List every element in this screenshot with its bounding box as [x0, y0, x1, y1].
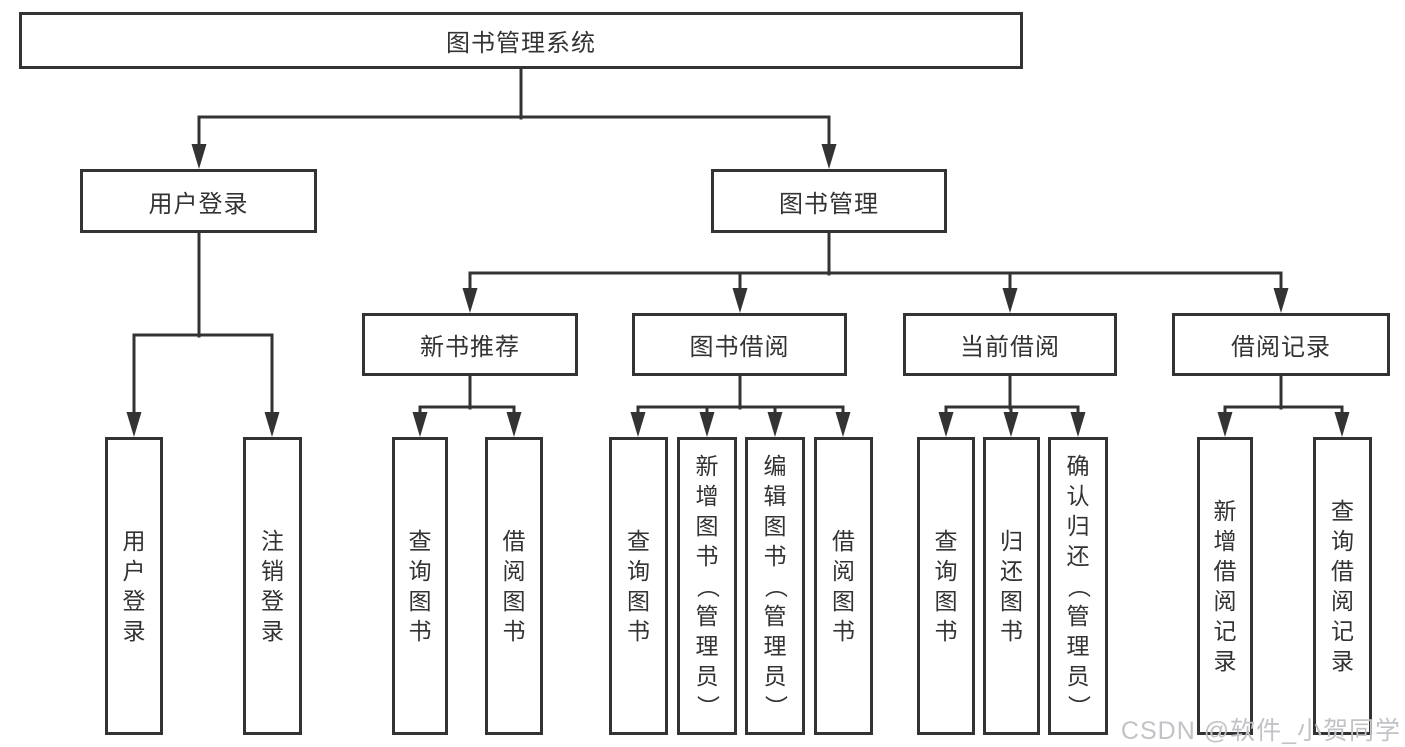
- leaf-user-login-label: 用户登录: [122, 527, 146, 644]
- leaf-query-borrow-record: 查询借阅记录: [1313, 437, 1372, 735]
- node-current-borrowing-label: 当前借阅: [960, 334, 1060, 361]
- leaf-add-borrow-record: 新增借阅记录: [1197, 437, 1253, 735]
- leaf-logout: 注销登录: [243, 437, 302, 735]
- node-book-management-label: 图书管理: [779, 190, 879, 218]
- leaf-return-books: 归还图书: [983, 437, 1040, 735]
- leaf-query-books-borrowing: 查询图书: [609, 437, 668, 735]
- node-borrowing-records: 借阅记录: [1172, 313, 1390, 376]
- leaf-query-books-current-label: 查询图书: [934, 527, 958, 644]
- leaf-borrow-books: 借阅图书: [814, 437, 873, 735]
- leaf-add-book-admin-label: 新增图书（管理员）: [694, 452, 721, 718]
- node-user-login: 用户登录: [80, 169, 317, 233]
- leaf-logout-label: 注销登录: [261, 527, 284, 644]
- node-new-book-recommend-label: 新书推荐: [420, 334, 520, 361]
- leaf-confirm-return-admin-label: 确认归还（管理员）: [1065, 452, 1092, 718]
- leaf-edit-book-admin: 编辑图书（管理员）: [745, 437, 805, 735]
- watermark: CSDN @软件_小贺同学: [1120, 717, 1401, 745]
- node-library-system: 图书管理系统: [19, 12, 1023, 69]
- leaf-confirm-return-admin: 确认归还（管理员）: [1048, 437, 1108, 735]
- arrowhead-icons: [126, 144, 1350, 437]
- leaf-edit-book-admin-label: 编辑图书（管理员）: [762, 452, 789, 718]
- node-current-borrowing: 当前借阅: [903, 313, 1117, 376]
- leaf-add-book-admin: 新增图书（管理员）: [677, 437, 737, 735]
- leaf-query-books-recommend: 查询图书: [392, 437, 448, 735]
- leaf-borrow-books-recommend-label: 借阅图书: [502, 527, 526, 644]
- node-book-borrowing-label: 图书借阅: [689, 334, 790, 361]
- leaf-add-borrow-record-label: 新增借阅记录: [1213, 497, 1237, 674]
- leaf-borrow-books-recommend: 借阅图书: [485, 437, 543, 735]
- node-book-management: 图书管理: [711, 169, 947, 233]
- node-book-borrowing: 图书借阅: [632, 313, 847, 376]
- leaf-borrow-books-label: 借阅图书: [832, 527, 855, 644]
- node-new-book-recommend: 新书推荐: [362, 313, 578, 376]
- leaf-user-login: 用户登录: [105, 437, 163, 735]
- node-user-login-label: 用户登录: [148, 190, 249, 218]
- leaf-return-books-label: 归还图书: [1000, 527, 1023, 644]
- leaf-query-books-recommend-label: 查询图书: [408, 527, 432, 644]
- node-borrowing-records-label: 借阅记录: [1231, 334, 1331, 361]
- leaf-query-books-borrowing-label: 查询图书: [627, 527, 650, 644]
- leaf-query-borrow-record-label: 查询借阅记录: [1331, 497, 1354, 674]
- leaf-query-books-current: 查询图书: [917, 437, 975, 735]
- node-library-system-label: 图书管理系统: [446, 30, 596, 57]
